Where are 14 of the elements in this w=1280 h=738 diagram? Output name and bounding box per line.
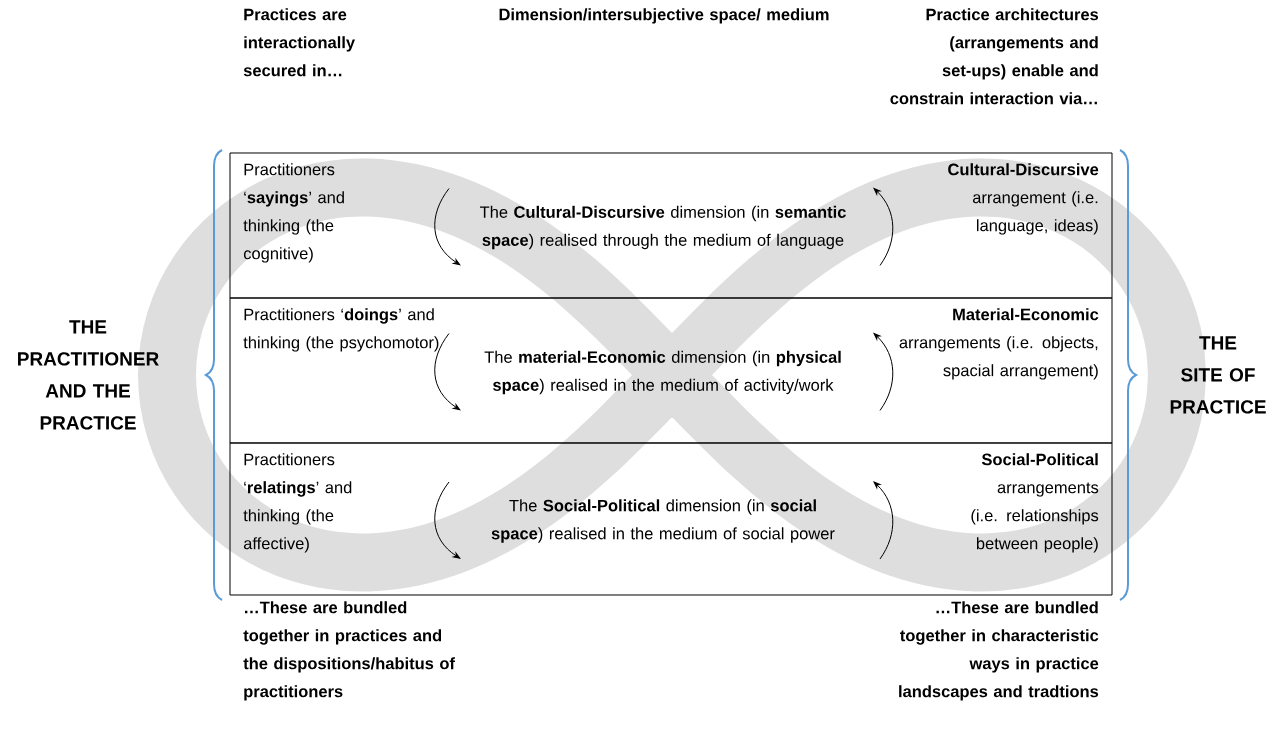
side-heading: THE SITE OF PRACTICE xyxy=(1170,336,1266,414)
header-text: Practice architectures (arrangements and set-ups) enable and constrain interaction via… xyxy=(890,8,1099,105)
header-text: Dimension/intersubjective space/ medium xyxy=(499,8,829,24)
practitioner-text: Practitioners ‘doings’ and thinking (the psychomotor) xyxy=(243,308,439,352)
arrangement-text: Material-Economic arrangements (i.e. objects, spacial arrangement) xyxy=(899,308,1099,380)
dimension-text: The Cultural-Discursive dimension (in semantic space) realised through the medium of language xyxy=(480,205,846,250)
dimension-text: The material-Economic dimension (in physical space) realised in the medium of activity/work xyxy=(484,350,841,395)
practitioner-text: Practitioners ‘relatings’ and thinking (the affective) xyxy=(243,453,352,553)
practitioner-text: Practitioners ‘sayings’ and thinking (the cognitive) xyxy=(243,163,344,263)
dimension-text: The Social-Political dimension (in social space) realised in the medium of social power xyxy=(491,499,835,543)
arrangement-text: Cultural-Discursive arrangement (i.e. language, ideas) xyxy=(948,163,1099,235)
arrangement-text: Social-Political arrangements (i.e. relationships between people) xyxy=(971,453,1099,553)
header-text: Practices are interactionally secured in… xyxy=(243,8,355,77)
side-heading: THE PRACTITIONER AND THE PRACTICE xyxy=(18,320,159,430)
